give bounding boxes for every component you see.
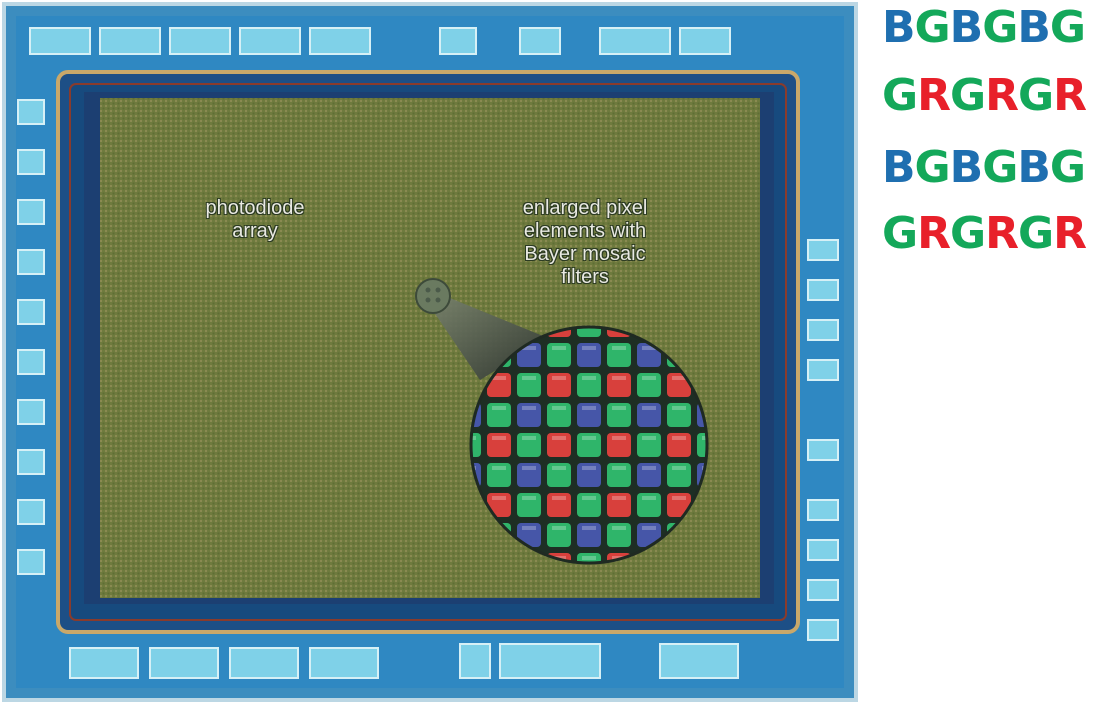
mosaic-filter-cell <box>487 493 511 517</box>
mosaic-filter-cell <box>487 463 511 487</box>
mosaic-filter-cell <box>637 373 661 397</box>
bayer-letter-g: G <box>982 142 1018 193</box>
bayer-letter-g: G <box>950 70 986 121</box>
mosaic-filter-cell <box>637 523 661 547</box>
right-bond-pads <box>807 239 839 641</box>
mosaic-filter-cell <box>472 433 481 457</box>
mosaic-filter-cell <box>637 433 661 457</box>
left-bond-pads <box>17 99 45 575</box>
mosaic-filter-cell <box>607 343 631 367</box>
mosaic-filter-cell <box>607 493 631 517</box>
label-line: array <box>232 220 278 242</box>
mosaic-filter-cell <box>547 373 571 397</box>
bayer-letter-b: B <box>949 2 984 53</box>
bayer-letter-g: G <box>882 70 918 121</box>
mosaic-filter-cell <box>607 463 631 487</box>
mosaic-filter-cell <box>517 463 541 487</box>
mosaic-filter-cell <box>637 493 661 517</box>
bayer-letter-r: R <box>1053 208 1087 259</box>
top-bond-pads <box>29 27 731 55</box>
photodiode-array-label: photodiode array <box>170 197 340 243</box>
mosaic-filter-cell <box>577 433 601 457</box>
mosaic-filter-cell <box>487 433 511 457</box>
mosaic-filter-cell <box>667 373 691 397</box>
bayer-letter-g: G <box>882 208 918 259</box>
mosaic-filter-cell <box>517 523 541 547</box>
bayer-letter-g: G <box>914 2 951 53</box>
bayer-letter-r: R <box>917 208 951 259</box>
bayer-letter-g: G <box>950 208 986 259</box>
magnifier-cone <box>423 296 548 380</box>
bayer-row: BGBGBG <box>882 2 1086 54</box>
mosaic-filter-cell <box>697 433 706 457</box>
label-line: filters <box>561 266 609 288</box>
mosaic-filter-cell <box>517 433 541 457</box>
mosaic-filter-cell <box>487 403 511 427</box>
bayer-letter-b: B <box>1017 2 1051 53</box>
mosaic-filter-cell <box>577 463 601 487</box>
mosaic-filter-cell <box>667 493 691 517</box>
bayer-letter-b: B <box>1017 142 1051 193</box>
bayer-row: BGBGBG <box>882 142 1086 194</box>
enlarged-pixel-label: enlarged pixel elements with Bayer mosai… <box>480 197 690 289</box>
mosaic-filter-cell <box>547 433 571 457</box>
mosaic-filter-cell <box>667 433 691 457</box>
bayer-letter-g: G <box>1018 70 1054 121</box>
mosaic-filter-cell <box>517 403 541 427</box>
mosaic-filter-cell <box>547 523 571 547</box>
bayer-row: GRGRGR <box>882 208 1087 260</box>
mosaic-filter-cell <box>487 373 511 397</box>
label-line: elements with <box>523 220 647 242</box>
bayer-row: GRGRGR <box>882 70 1087 122</box>
bayer-letter-r: R <box>1053 70 1087 121</box>
mosaic-filter-cell <box>517 373 541 397</box>
mosaic-filter-cell <box>517 343 541 367</box>
mosaic-filter-cell <box>667 463 691 487</box>
bayer-letter-b: B <box>882 2 916 53</box>
mosaic-filter-cell <box>577 328 601 337</box>
mosaic-filter-cell <box>607 373 631 397</box>
sensor-chip-illustration <box>2 2 858 702</box>
mosaic-filter-cell <box>547 403 571 427</box>
mosaic-filter-cell <box>547 493 571 517</box>
bayer-letter-g: G <box>1018 208 1054 259</box>
bottom-bond-pads <box>69 643 739 679</box>
mosaic-filter-cell <box>637 343 661 367</box>
bayer-letter-b: B <box>949 142 984 193</box>
mosaic-filter-cell <box>637 403 661 427</box>
mosaic-filter-cell <box>667 403 691 427</box>
bayer-letter-r: R <box>917 70 951 121</box>
label-line: photodiode <box>205 197 305 219</box>
mosaic-filter-cell <box>577 343 601 367</box>
bayer-letter-g: G <box>1049 142 1086 193</box>
bayer-letter-g: G <box>914 142 951 193</box>
bayer-letter-g: G <box>1049 2 1086 53</box>
mosaic-filter-cell <box>577 403 601 427</box>
mosaic-filter-cell <box>547 343 571 367</box>
mosaic-filter-cell <box>637 463 661 487</box>
mosaic-filter-cell <box>607 523 631 547</box>
mosaic-filter-cell <box>607 403 631 427</box>
mosaic-filter-cell <box>577 553 601 562</box>
mosaic-filter-cell <box>577 373 601 397</box>
bayer-letter-r: R <box>985 208 1019 259</box>
mosaic-filter-cell <box>547 463 571 487</box>
mosaic-filter-cell <box>517 493 541 517</box>
mosaic-filter-cell <box>607 433 631 457</box>
bayer-letter-r: R <box>985 70 1019 121</box>
sample-spot <box>415 278 451 314</box>
bayer-letter-g: G <box>982 2 1018 53</box>
label-line: enlarged pixel <box>522 197 648 219</box>
mosaic-filter-cell <box>577 523 601 547</box>
mosaic-filter-cell <box>577 493 601 517</box>
bayer-letter-b: B <box>882 142 916 193</box>
label-line: Bayer mosaic <box>524 243 646 265</box>
